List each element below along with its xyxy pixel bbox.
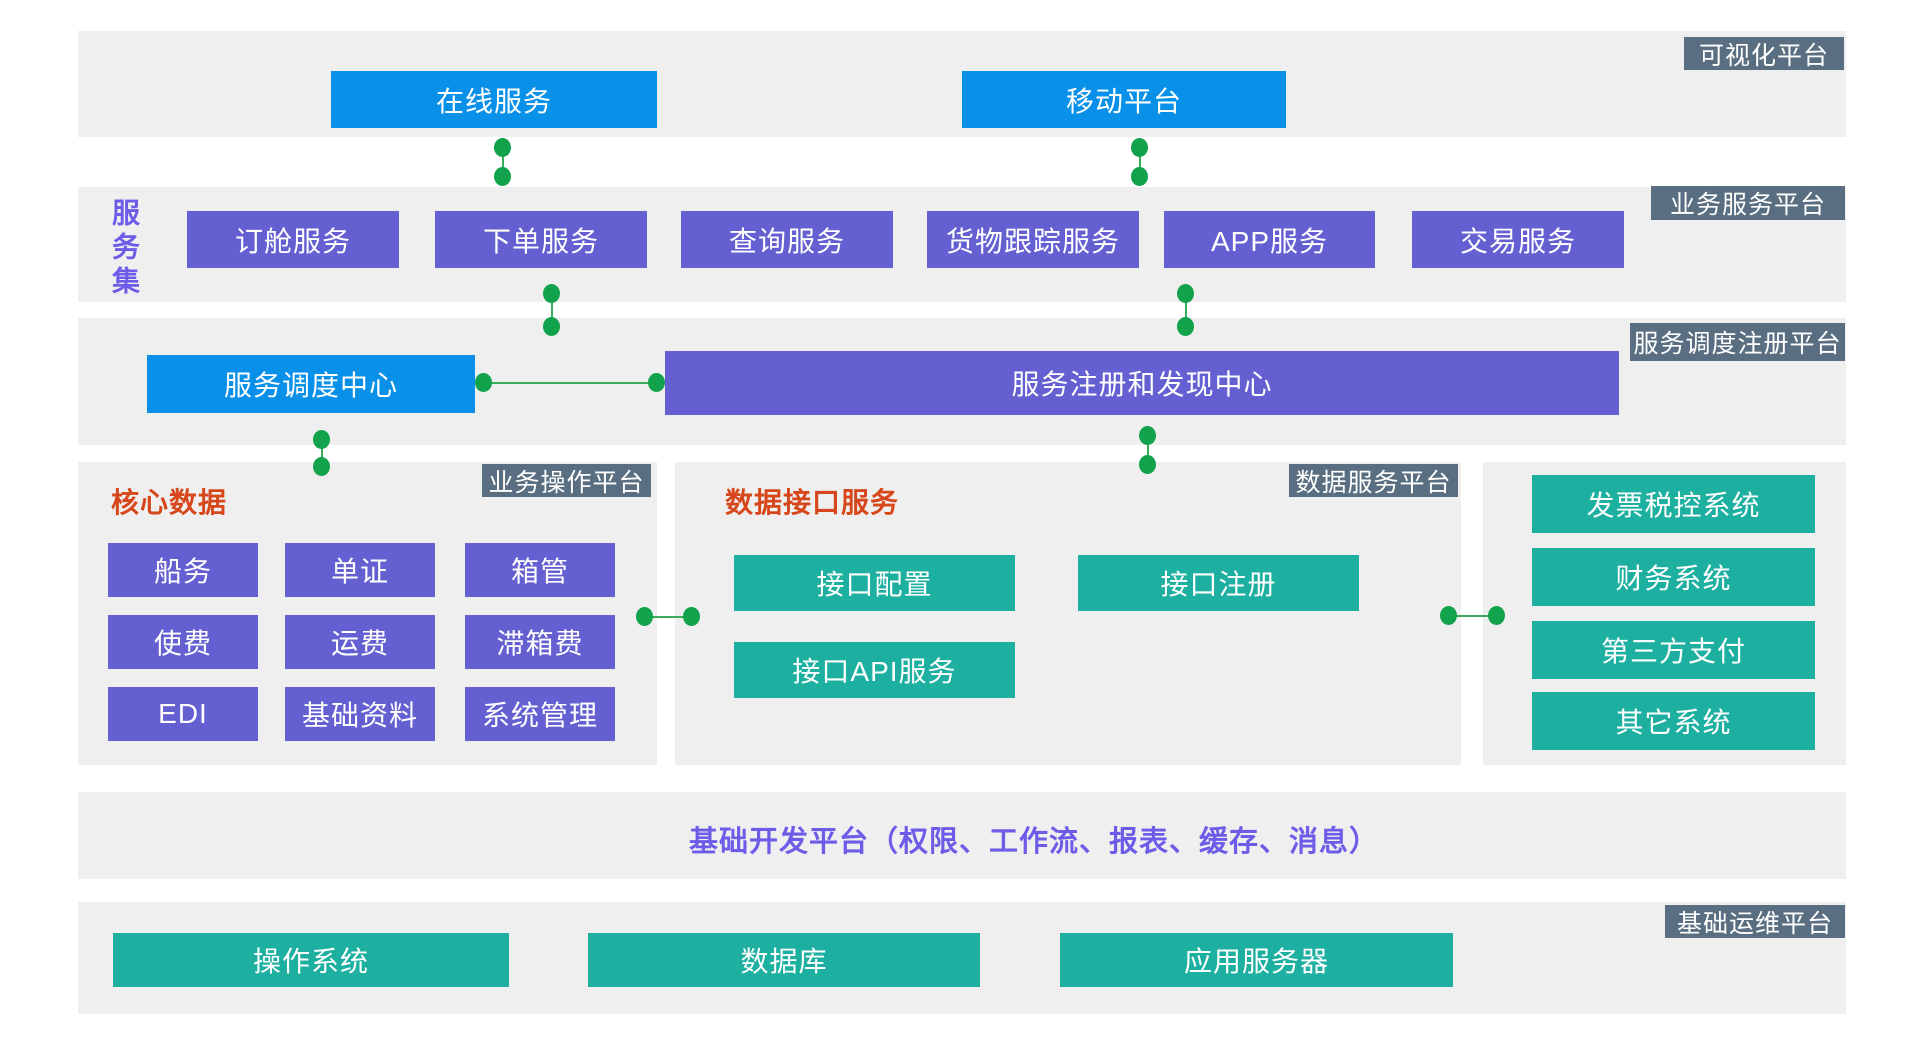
order-service-label: 下单服务 — [482, 225, 599, 257]
connector-dot — [1488, 606, 1505, 625]
app-server-node: 应用服务器 — [1060, 933, 1453, 987]
connector-line — [321, 440, 323, 467]
connector-dot — [1177, 284, 1194, 303]
operating-system-node: 操作系统 — [113, 933, 509, 987]
data-service-tag: 数据服务平台 — [1289, 464, 1458, 497]
business-service-tag: 业务服务平台 — [1651, 186, 1845, 220]
cell-base-data-label: 基础资料 — [301, 700, 418, 731]
invoice-tax-system-node: 发票税控系统 — [1532, 475, 1815, 533]
connector-dot — [1131, 167, 1148, 186]
cell-demurrage-label: 滞箱费 — [496, 628, 584, 659]
connector-line — [484, 382, 657, 384]
operation-platform-tag: 业务操作平台 — [482, 464, 651, 497]
database-label: 数据库 — [740, 946, 828, 977]
connector-dot — [1131, 138, 1148, 157]
dispatch-center-label: 服务调度中心 — [223, 370, 398, 401]
cell-charges-label: 使费 — [153, 628, 212, 659]
cell-container-label: 箱管 — [510, 556, 569, 587]
online-service-node: 在线服务 — [331, 71, 657, 128]
cell-shipping: 船务 — [108, 543, 258, 597]
booking-service-label: 订舱服务 — [234, 225, 351, 257]
connector-dot — [494, 138, 511, 157]
cell-freight: 运费 — [285, 615, 435, 669]
connector-line — [1185, 294, 1187, 327]
finance-system-label: 财务系统 — [1615, 563, 1732, 594]
third-party-payment-label: 第三方支付 — [1600, 636, 1746, 667]
cell-edi: EDI — [108, 687, 258, 741]
query-service-label: 查询服务 — [728, 225, 845, 257]
interface-config-node: 接口配置 — [734, 555, 1015, 611]
connector-line — [645, 616, 692, 618]
dev-platform-title: 基础开发平台（权限、工作流、报表、缓存、消息） — [689, 826, 1380, 858]
cell-documents: 单证 — [285, 543, 435, 597]
ops-platform-tag: 基础运维平台 — [1665, 905, 1845, 938]
connector-dot — [494, 167, 511, 186]
trade-service-node: 交易服务 — [1412, 211, 1624, 268]
registry-tag: 服务调度注册平台 — [1630, 323, 1845, 361]
cell-system-admin: 系统管理 — [465, 687, 615, 741]
connector-line — [1147, 436, 1149, 465]
cell-documents-label: 单证 — [330, 556, 389, 587]
connector-dot — [648, 373, 665, 392]
cell-base-data: 基础资料 — [285, 687, 435, 741]
connector-dot — [313, 430, 330, 449]
visual-platform-tag: 可视化平台 — [1684, 37, 1844, 70]
connector-dot — [1139, 455, 1156, 474]
discovery-center-node: 服务注册和发现中心 — [665, 351, 1619, 415]
connector-line — [1449, 615, 1497, 617]
discovery-center-label: 服务注册和发现中心 — [1011, 369, 1273, 400]
connector-dot — [1177, 317, 1194, 336]
connector-dot — [543, 317, 560, 336]
connector-dot — [636, 607, 653, 626]
online-service-label: 在线服务 — [435, 85, 552, 117]
cell-edi-label: EDI — [158, 698, 208, 729]
connector-dot — [475, 373, 492, 392]
cargo-tracking-service-label: 货物跟踪服务 — [945, 225, 1120, 257]
booking-service-node: 订舱服务 — [187, 211, 399, 268]
cell-freight-label: 运费 — [330, 628, 389, 659]
connector-dot — [1440, 606, 1457, 625]
cargo-tracking-service-node: 货物跟踪服务 — [927, 211, 1139, 268]
interface-api-label: 接口API服务 — [792, 656, 957, 687]
connector-dot — [683, 607, 700, 626]
connector-dot — [543, 284, 560, 303]
other-systems-node: 其它系统 — [1532, 692, 1815, 750]
core-data-title: 核心数据 — [111, 487, 228, 518]
interface-register-label: 接口注册 — [1160, 569, 1277, 600]
operating-system-label: 操作系统 — [252, 946, 369, 977]
cell-container: 箱管 — [465, 543, 615, 597]
connector-line — [1139, 148, 1141, 177]
service-set-label: 服务集 — [109, 198, 140, 300]
connector-line — [551, 294, 553, 327]
connector-dot — [313, 457, 330, 476]
interface-register-node: 接口注册 — [1078, 555, 1359, 611]
connector-dot — [1139, 426, 1156, 445]
other-systems-label: 其它系统 — [1615, 707, 1732, 738]
finance-system-node: 财务系统 — [1532, 548, 1815, 606]
cell-demurrage: 滞箱费 — [465, 615, 615, 669]
interface-api-node: 接口API服务 — [734, 642, 1015, 698]
third-party-payment-node: 第三方支付 — [1532, 621, 1815, 679]
dev-platform-band — [78, 792, 1846, 879]
mobile-platform-node: 移动平台 — [962, 71, 1286, 128]
cell-charges: 使费 — [108, 615, 258, 669]
cell-shipping-label: 船务 — [153, 556, 212, 587]
database-node: 数据库 — [588, 933, 980, 987]
interface-config-label: 接口配置 — [816, 569, 933, 600]
mobile-platform-label: 移动平台 — [1065, 85, 1182, 117]
invoice-tax-system-label: 发票税控系统 — [1586, 490, 1761, 521]
connector-line — [502, 148, 504, 177]
cell-system-admin-label: 系统管理 — [481, 700, 598, 731]
trade-service-label: 交易服务 — [1459, 225, 1576, 257]
app-service-node: APP服务 — [1164, 211, 1375, 268]
dispatch-center-node: 服务调度中心 — [147, 355, 475, 413]
data-service-panel — [675, 462, 1461, 765]
query-service-node: 查询服务 — [681, 211, 893, 268]
app-server-label: 应用服务器 — [1183, 946, 1329, 977]
order-service-node: 下单服务 — [435, 211, 647, 268]
app-service-label: APP服务 — [1210, 225, 1329, 257]
data-interface-title: 数据接口服务 — [725, 487, 900, 518]
